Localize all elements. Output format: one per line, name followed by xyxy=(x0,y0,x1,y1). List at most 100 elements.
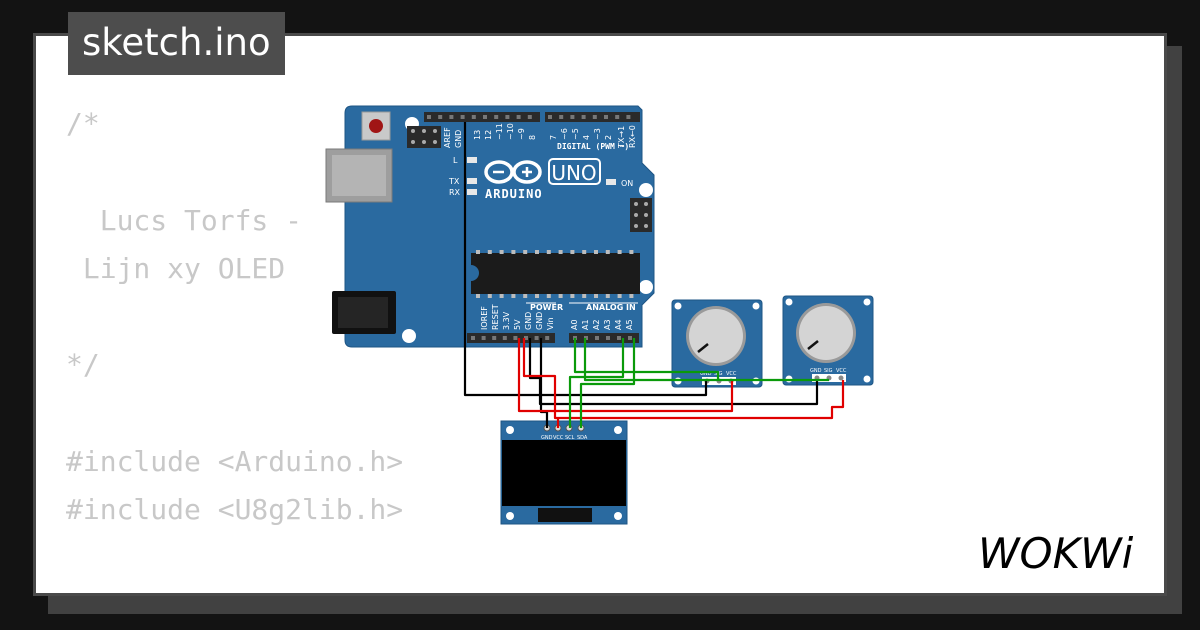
header-pin[interactable] xyxy=(534,336,539,340)
wire-green xyxy=(579,338,636,428)
header-pin[interactable] xyxy=(615,115,620,119)
led-on-label: ON xyxy=(621,179,633,188)
pin-label: 4 xyxy=(582,135,591,140)
mounting-hole xyxy=(639,280,653,294)
header-pin[interactable] xyxy=(483,115,487,119)
pin-label: ~5 xyxy=(571,128,580,140)
header-pin[interactable] xyxy=(628,336,632,340)
header-pin[interactable] xyxy=(471,115,476,119)
mounting-hole xyxy=(639,183,653,197)
header-pin[interactable] xyxy=(516,115,521,119)
uno-badge xyxy=(548,158,601,185)
header-pin[interactable] xyxy=(449,115,454,119)
pin-label: ~9 xyxy=(517,128,526,140)
pin-label: Vin xyxy=(546,317,555,330)
pin-label: 5V xyxy=(513,319,522,330)
header-pin[interactable] xyxy=(471,336,475,340)
pin-label: GND xyxy=(810,368,822,374)
header-pin[interactable] xyxy=(559,115,564,119)
header-pin[interactable] xyxy=(524,336,528,340)
potentiometer-knob-indicator xyxy=(807,340,819,350)
pin-label: RESET xyxy=(491,304,500,330)
pin-label: A5 xyxy=(625,319,634,330)
header-pin[interactable] xyxy=(606,336,610,340)
board-model: UNO xyxy=(551,161,596,185)
chip-pin xyxy=(617,294,622,298)
chip-pin xyxy=(617,250,622,254)
header-pin[interactable] xyxy=(513,336,518,340)
pin-label: A2 xyxy=(592,319,601,330)
pin-label: SCL xyxy=(565,435,575,441)
chip-pin xyxy=(523,250,528,254)
header-pin[interactable] xyxy=(527,115,532,119)
potentiometer-2[interactable]: GND SIG VCC xyxy=(782,295,874,386)
digital-header[interactable] xyxy=(424,112,640,122)
header-pin[interactable] xyxy=(595,336,599,340)
header-pin[interactable] xyxy=(502,336,507,340)
header-pin[interactable] xyxy=(460,115,465,119)
chip-pin xyxy=(594,250,598,254)
led-on xyxy=(606,179,616,185)
chip-pin xyxy=(558,294,563,298)
oled-display[interactable]: GND VCC SCL SDA xyxy=(500,420,628,525)
led-l-label: L xyxy=(453,156,458,165)
power-header[interactable] xyxy=(467,333,555,343)
potentiometer-1[interactable]: GND SIG VCC xyxy=(671,299,763,388)
header-pin[interactable] xyxy=(438,115,443,119)
led-rx xyxy=(467,189,477,195)
header-pin[interactable] xyxy=(570,115,575,119)
analog-header[interactable] xyxy=(569,333,639,343)
wokwi-logo[interactable]: WOKWi xyxy=(978,528,1150,576)
wokwi-logo-text: WOKWi xyxy=(978,529,1134,576)
code-line: #include <Arduino.h> xyxy=(66,445,404,479)
board-brand: ARDUINO xyxy=(485,187,543,201)
header-pin[interactable] xyxy=(548,115,552,119)
pin-label: VCC xyxy=(553,435,564,441)
chip-pin xyxy=(582,294,587,298)
led-l xyxy=(467,157,477,163)
header-pin[interactable] xyxy=(505,115,510,119)
header-pin[interactable] xyxy=(494,115,499,119)
pin-label: A3 xyxy=(603,319,612,330)
chip-pin xyxy=(511,250,516,254)
chip-pin xyxy=(605,250,610,254)
code-line: */ xyxy=(66,348,100,382)
pin-label: SIG xyxy=(824,368,833,374)
arduino-logo-icon xyxy=(484,160,542,184)
chip-pin xyxy=(546,294,551,298)
header-pin[interactable] xyxy=(626,115,631,119)
sketch-title[interactable]: sketch.ino xyxy=(68,12,285,75)
wire-black xyxy=(463,122,708,397)
chip-pin xyxy=(558,250,563,254)
header-pin[interactable] xyxy=(427,115,431,119)
header-pin[interactable] xyxy=(604,115,608,119)
chip-pin xyxy=(535,294,539,298)
pin-label: IOREF xyxy=(480,306,489,330)
pin-label-aref: AREF xyxy=(443,127,452,148)
header-pin[interactable] xyxy=(492,336,497,340)
header-pin[interactable] xyxy=(545,336,550,340)
wire-green xyxy=(573,338,720,381)
chip-pin xyxy=(499,250,504,254)
code-line: /* xyxy=(66,107,100,140)
chip-pin xyxy=(476,250,480,254)
reset-button-cap[interactable] xyxy=(369,119,383,133)
power-label: POWER xyxy=(530,303,563,312)
digital-label: DIGITAL (PWM ~) xyxy=(557,142,629,151)
header-pin[interactable] xyxy=(617,336,621,340)
mounting-hole xyxy=(402,329,416,343)
pin-label: ~10 xyxy=(506,123,515,140)
pin-label: 12 xyxy=(484,130,493,140)
chip-pin xyxy=(546,250,551,254)
pin-label: GND xyxy=(524,312,533,330)
chip-pin xyxy=(570,294,575,298)
header-pin[interactable] xyxy=(581,115,586,119)
wire-red xyxy=(517,338,734,413)
chip-pin xyxy=(487,294,492,298)
header-pin[interactable] xyxy=(481,336,486,340)
pin-label: VCC xyxy=(726,371,737,377)
wire-black xyxy=(539,338,549,428)
header-pin[interactable] xyxy=(592,115,597,119)
pin-label: A1 xyxy=(581,319,590,330)
